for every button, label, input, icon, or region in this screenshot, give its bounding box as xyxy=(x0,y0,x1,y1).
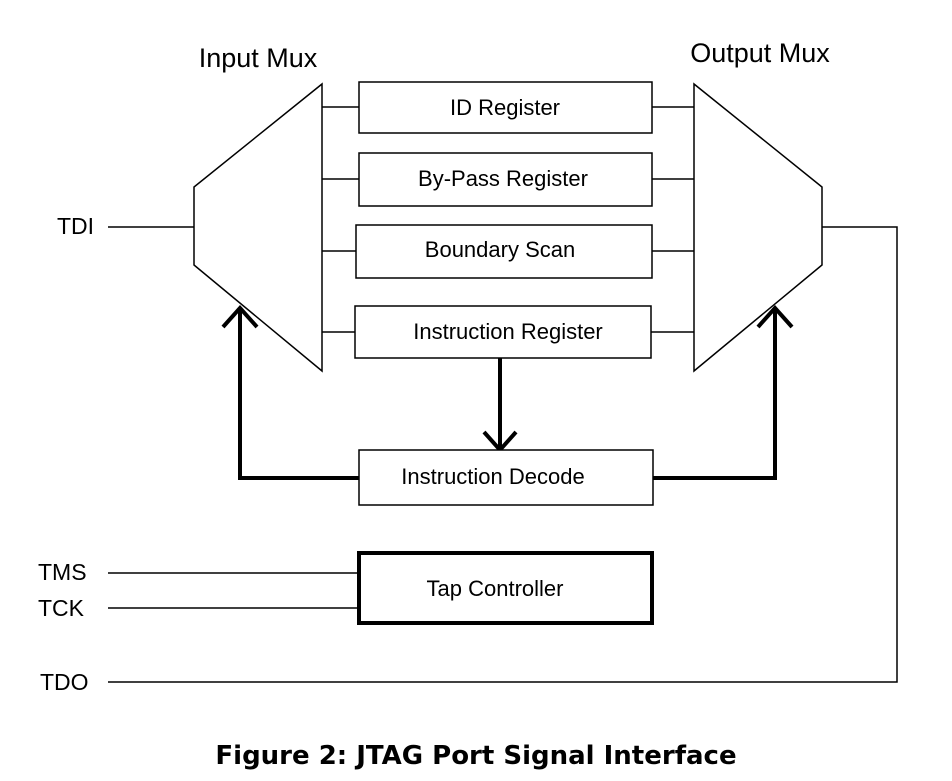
instruction-register: Instruction Register xyxy=(354,305,652,359)
decode-to-output-mux-arrow xyxy=(653,305,794,480)
input-mux-connectors xyxy=(322,106,359,333)
tms-label: TMS xyxy=(38,559,87,585)
bypass-register: By-Pass Register xyxy=(358,152,653,207)
id-register: ID Register xyxy=(358,81,653,134)
boundary-scan-label: Boundary Scan xyxy=(425,237,575,262)
instruction-decode: Instruction Decode xyxy=(358,449,654,506)
input-mux xyxy=(193,82,323,373)
figure-caption: Figure 2: JTAG Port Signal Interface xyxy=(215,741,736,771)
output-mux-connectors xyxy=(651,106,694,333)
tdi-label: TDI xyxy=(57,213,94,239)
ir-to-decode-arrow xyxy=(482,358,518,454)
boundary-scan-register: Boundary Scan xyxy=(355,224,653,279)
instruction-decode-label: Instruction Decode xyxy=(401,464,584,489)
tap-controller: Tap Controller xyxy=(357,551,654,625)
tap-controller-label: Tap Controller xyxy=(427,576,564,601)
tdo-path xyxy=(108,226,898,683)
id-register-label: ID Register xyxy=(450,95,560,120)
instruction-register-label: Instruction Register xyxy=(413,319,603,344)
tdo-label: TDO xyxy=(40,669,89,695)
input-mux-label: Input Mux xyxy=(199,43,318,73)
decode-to-input-mux-arrow xyxy=(221,305,359,480)
bypass-register-label: By-Pass Register xyxy=(418,166,588,191)
output-mux xyxy=(693,82,823,373)
tck-label: TCK xyxy=(38,595,85,621)
output-mux-label: Output Mux xyxy=(690,38,830,68)
